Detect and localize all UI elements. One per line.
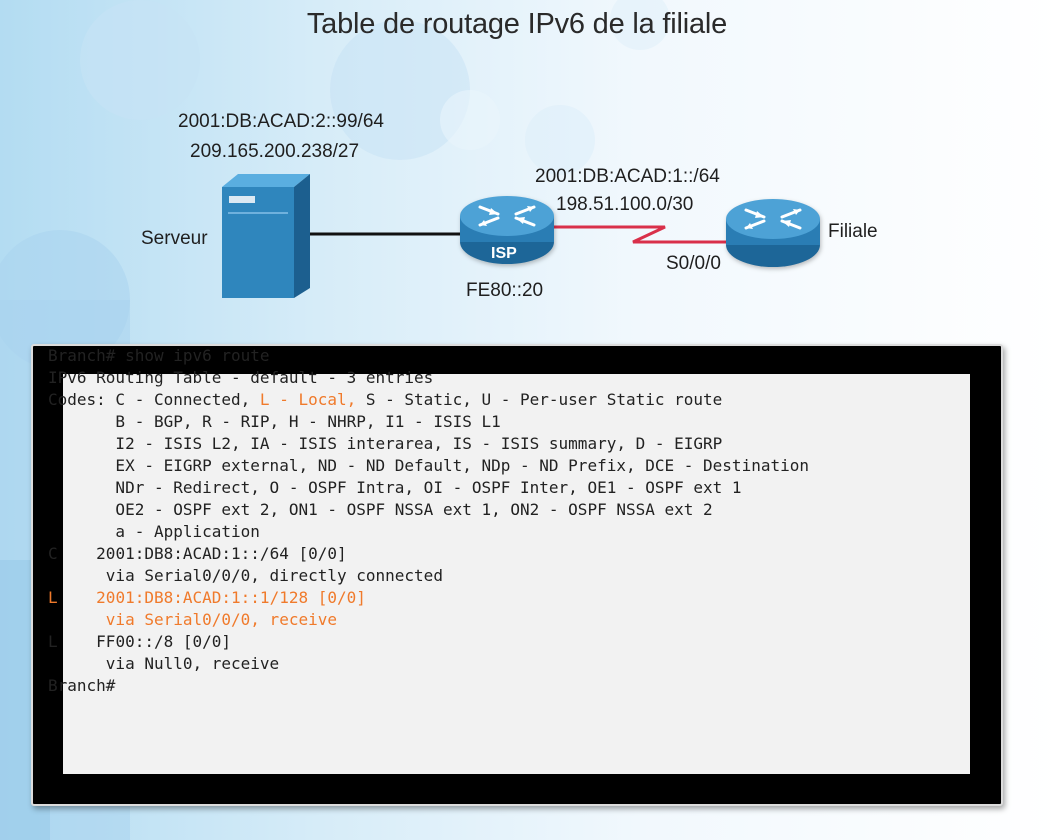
terminal-line-rest: S - Static, U - Per-user Static route: [356, 390, 723, 409]
terminal-line-code: L: [48, 632, 58, 651]
terminal-screen: [63, 374, 970, 774]
terminal-line-text: FF00::/8 [0/0]: [57, 632, 232, 651]
terminal-line-code: IPv6 Routing Table: [48, 368, 222, 387]
terminal-line: Codes: C - Connected, L - Local, S - Sta…: [48, 389, 983, 411]
terminal-line: I2 - ISIS L2, IA - ISIS interarea, IS - …: [48, 433, 983, 455]
terminal-line-text: NDr - Redirect, O - OSPF Intra, OI - OSP…: [48, 478, 742, 497]
terminal-line-code: Branch#: [48, 676, 116, 695]
server-ipv6-label: 2001:DB:ACAD:2::99/64: [178, 111, 384, 132]
terminal-line: L 2001:DB8:ACAD:1::1/128 [0/0]: [48, 587, 983, 609]
terminal-line-text: via Serial0/0/0, receive: [48, 610, 337, 629]
server-ipv4-label: 209.165.200.238/27: [190, 141, 360, 162]
terminal-line: via Null0, receive: [48, 653, 983, 675]
terminal-line-text: C - Connected,: [105, 390, 260, 409]
terminal-line: OE2 - OSPF ext 2, ON1 - OSPF NSSA ext 1,…: [48, 499, 983, 521]
isp-router-label: ISP: [491, 245, 517, 262]
terminal-line-text: I2 - ISIS L2, IA - ISIS interarea, IS - …: [48, 434, 723, 453]
terminal-line: C 2001:DB8:ACAD:1::/64 [0/0]: [48, 543, 983, 565]
isp-router-icon: [460, 196, 554, 264]
wan-ipv4-label: 198.51.100.0/30: [556, 194, 694, 215]
isp-link-local-label: FE80::20: [466, 280, 544, 301]
terminal-line: a - Application: [48, 521, 983, 543]
terminal-line-text: show ipv6 route: [115, 346, 270, 365]
wan-ipv6-label: 2001:DB:ACAD:1::/64: [535, 166, 720, 187]
terminal-line: via Serial0/0/0, directly connected: [48, 565, 983, 587]
terminal-line-code: L: [48, 588, 58, 607]
terminal-line: B - BGP, R - RIP, H - NHRP, I1 - ISIS L1: [48, 411, 983, 433]
terminal-line-text: via Serial0/0/0, directly connected: [48, 566, 443, 585]
terminal-line-text: B - BGP, R - RIP, H - NHRP, I1 - ISIS L1: [48, 412, 501, 431]
page-title: Table de routage IPv6 de la filiale: [306, 8, 728, 40]
terminal-line: NDr - Redirect, O - OSPF Intra, OI - OSP…: [48, 477, 983, 499]
terminal-line-code: C: [48, 544, 58, 563]
branch-interface-label: S0/0/0: [666, 253, 721, 274]
branch-name-label: Filiale: [828, 221, 878, 242]
serial-link: [550, 225, 730, 244]
terminal-line: Branch# show ipv6 route: [48, 345, 983, 367]
terminal-line: via Serial0/0/0, receive: [48, 609, 983, 631]
terminal-line-text: 2001:DB8:ACAD:1::/64 [0/0]: [57, 544, 347, 563]
terminal-line-text: EX - EIGRP external, ND - ND Default, ND…: [48, 456, 809, 475]
terminal-line-text: via Null0, receive: [48, 654, 280, 673]
terminal-line-text: 2001:DB8:ACAD:1::1/128 [0/0]: [57, 588, 366, 607]
network-topology: [222, 174, 820, 298]
terminal-line: IPv6 Routing Table - default - 3 entries: [48, 367, 983, 389]
terminal-line-text: OE2 - OSPF ext 2, ON1 - OSPF NSSA ext 1,…: [48, 500, 713, 519]
terminal-line-code: Branch#: [48, 346, 116, 365]
terminal-line: EX - EIGRP external, ND - ND Default, ND…: [48, 455, 983, 477]
terminal-line-text: - default - 3 entries: [221, 368, 434, 387]
terminal-highlight-text: L - Local,: [259, 390, 357, 409]
server-name-label: Serveur: [141, 228, 208, 249]
terminal-line: L FF00::/8 [0/0]: [48, 631, 983, 653]
terminal-line-text: a - Application: [48, 522, 260, 541]
terminal-line: Branch#: [48, 675, 983, 697]
server-icon: [222, 174, 310, 298]
terminal-line-code: Codes:: [48, 390, 106, 409]
branch-router-icon: [726, 199, 820, 267]
